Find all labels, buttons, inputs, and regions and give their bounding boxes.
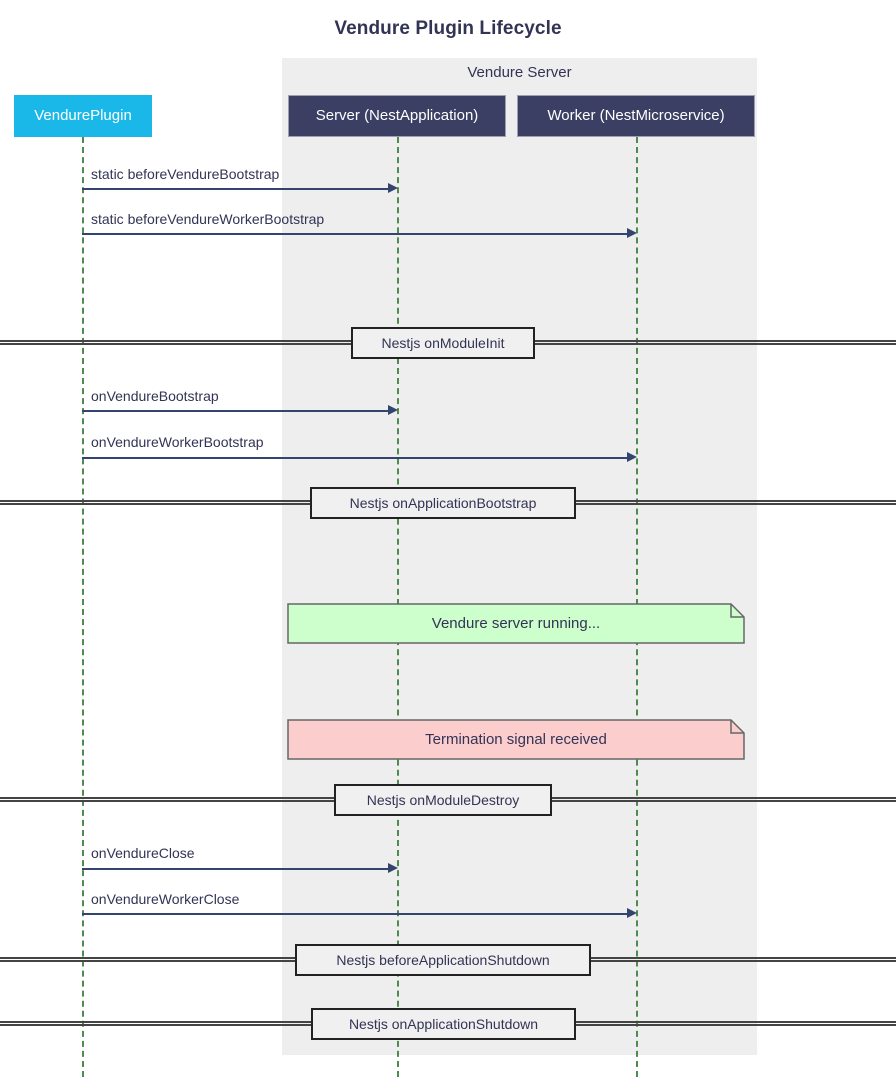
message-label-onvendureworkerclose: onVendureWorkerClose [91, 891, 240, 907]
divider-nestjs-onmoduleinit: Nestjs onModuleInit [351, 327, 535, 359]
participant-worker[interactable]: Worker (NestMicroservice) [517, 95, 755, 137]
message-arrowhead-static-beforevendurebootstrap [388, 183, 398, 193]
divider-nestjs-onapplicationshutdown: Nestjs onApplicationShutdown [311, 1008, 576, 1040]
message-label-onvendurebootstrap: onVendureBootstrap [91, 388, 219, 404]
participant-server[interactable]: Server (NestApplication) [288, 95, 506, 137]
message-arrowhead-onvendurebootstrap [388, 405, 398, 415]
message-line-onvendureworkerbootstrap [82, 457, 628, 459]
message-line-static-beforevendureworkerbootstrap [82, 233, 628, 235]
message-arrowhead-onvendureworkerbootstrap [627, 452, 637, 462]
message-label-static-beforevendureworkerbootstrap: static beforeVendureWorkerBootstrap [91, 211, 325, 227]
message-line-onvendurebootstrap [82, 410, 389, 412]
participant-vendureplugin[interactable]: VendurePlugin [14, 95, 152, 137]
message-label-onvendureclose: onVendureClose [91, 845, 195, 861]
message-line-static-beforevendurebootstrap [82, 188, 389, 190]
group-vendure-server [282, 58, 757, 1055]
message-label-static-beforevendurebootstrap: static beforeVendureBootstrap [91, 166, 280, 182]
note-shape-green [287, 603, 745, 644]
divider-nestjs-beforeapplicationshutdown: Nestjs beforeApplicationShutdown [295, 944, 591, 976]
divider-nestjs-onapplicationbootstrap: Nestjs onApplicationBootstrap [310, 487, 576, 519]
lifeline-vendureplugin [82, 137, 84, 1077]
message-arrowhead-static-beforevendureworkerbootstrap [627, 228, 637, 238]
note-shape-red [287, 719, 745, 760]
message-line-onvendureworkerclose [82, 913, 628, 915]
divider-nestjs-onmoduledestroy: Nestjs onModuleDestroy [334, 784, 552, 816]
group-label-vendure-server: Vendure Server [467, 64, 572, 81]
note-vendure-server-running: Vendure server running... [287, 603, 745, 644]
message-line-onvendureclose [82, 868, 389, 870]
message-arrowhead-onvendureworkerclose [627, 908, 637, 918]
page-title: Vendure Plugin Lifecycle [334, 18, 562, 39]
note-termination-signal-received: Termination signal received [287, 719, 745, 760]
message-arrowhead-onvendureclose [388, 863, 398, 873]
message-label-onvendureworkerbootstrap: onVendureWorkerBootstrap [91, 434, 264, 450]
